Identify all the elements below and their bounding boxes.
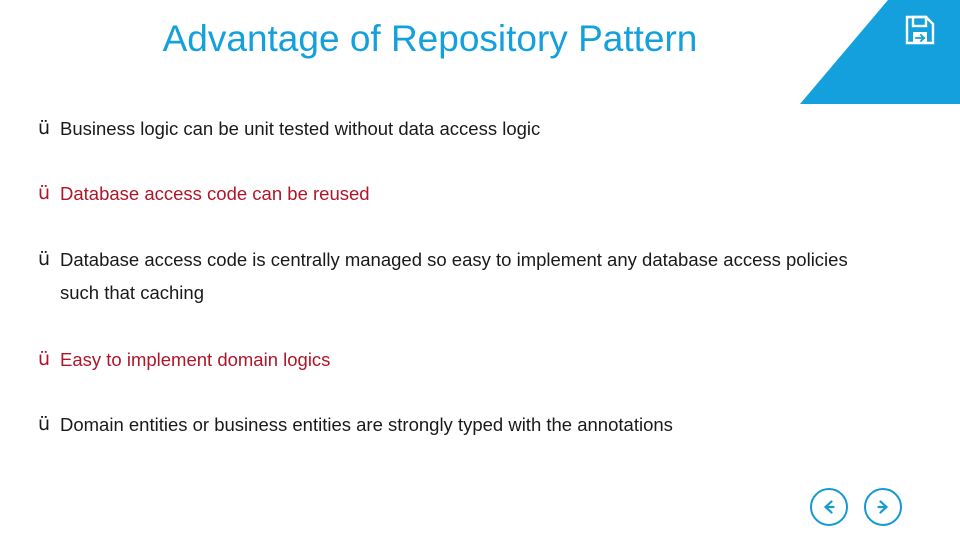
list-item-text: Database access code is centrally manage…	[60, 249, 848, 303]
check-icon: ü	[38, 117, 51, 139]
list-item: ü Domain entities or business entities a…	[38, 408, 938, 441]
check-icon: ü	[38, 182, 51, 204]
list-item: ü Database access code is centrally mana…	[38, 243, 938, 309]
list-item-text: Database access code can be reused	[60, 183, 370, 204]
bullet-list: ü Business logic can be unit tested with…	[38, 112, 938, 441]
corner-decoration	[800, 0, 960, 104]
list-item: ü Business logic can be unit tested with…	[38, 112, 938, 145]
list-item-text: Easy to implement domain logics	[60, 349, 331, 370]
check-icon: ü	[38, 248, 51, 270]
save-disk-icon[interactable]	[902, 12, 938, 48]
list-item-text: Domain entities or business entities are…	[60, 414, 673, 435]
list-item-text: Business logic can be unit tested withou…	[60, 118, 541, 139]
page-title: Advantage of Repository Pattern	[162, 18, 698, 59]
list-item: ü Database access code can be reused	[38, 177, 938, 210]
slide-navigation	[810, 488, 902, 526]
check-icon: ü	[38, 413, 51, 435]
forward-arrow-icon[interactable]	[864, 488, 902, 526]
list-item: ü Easy to implement domain logics	[38, 343, 938, 376]
check-icon: ü	[38, 348, 51, 370]
back-arrow-icon[interactable]	[810, 488, 848, 526]
